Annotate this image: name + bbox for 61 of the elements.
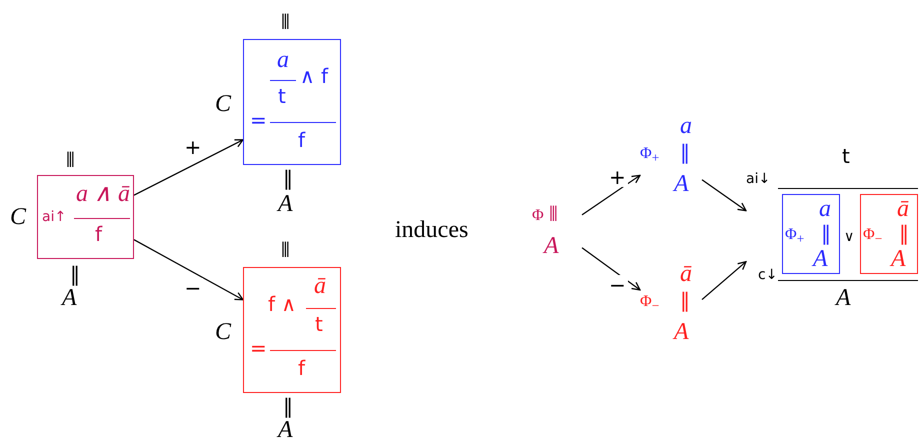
derivation-bar-symbol: ‖ (899, 223, 909, 243)
arrow (582, 174, 641, 216)
arrow (134, 239, 244, 300)
derivation-box (37, 175, 134, 259)
math-symbol: A (544, 234, 559, 258)
derivation-box (782, 194, 840, 274)
arrow (702, 179, 747, 212)
arrow (134, 139, 244, 196)
math-symbol: a ∧ ā (76, 182, 130, 206)
derivation-name: Φ$_{+}$ (785, 227, 804, 246)
math-symbol: A (62, 286, 77, 310)
math-text: f ∧ (268, 294, 296, 314)
derivation-name: Φ (532, 208, 544, 224)
rule-label: ∨ (844, 230, 854, 244)
math-symbol: C (215, 92, 232, 116)
math-text: = (250, 338, 267, 358)
note-text: induces (395, 218, 468, 242)
math-text: ∧ f (300, 66, 328, 86)
math-text: t (278, 86, 286, 106)
derivation-bar-symbol: ‖ (821, 223, 831, 243)
math-symbol: A (674, 172, 689, 196)
math-text: f (298, 358, 306, 378)
rule-label: ai↑ (42, 210, 66, 224)
math-symbol: A (674, 320, 689, 344)
derivation-bar-symbol: ‖ (70, 264, 80, 284)
math-symbol: a (680, 114, 692, 138)
math-text: t (315, 314, 323, 334)
math-symbol: ā (680, 262, 692, 286)
rule-label: c↓ (758, 268, 778, 282)
derivation-box (860, 194, 918, 274)
derivation-bar-symbol: ‖ (680, 142, 690, 162)
math-text: f (298, 130, 306, 150)
math-symbol: A (891, 247, 906, 271)
derivation-name: Φ$_{−}$ (863, 227, 882, 246)
derivation-bar-symbol: ‖ (680, 290, 690, 310)
math-symbol: A (813, 247, 828, 271)
derivation-bar-symbol: ‖ (283, 168, 293, 188)
derivation-name: Φ$_{+}$ (640, 146, 660, 165)
math-text: = (250, 110, 267, 130)
math-symbol: C (215, 320, 232, 344)
math-text: t (842, 146, 850, 166)
math-symbol: a (819, 197, 831, 221)
math-text: f (95, 224, 102, 244)
derivation-box (243, 267, 341, 393)
arrow (582, 247, 641, 291)
math-symbol: A (278, 418, 293, 442)
arrow (702, 261, 747, 300)
math-symbol: C (10, 205, 26, 229)
derivation-box (243, 39, 341, 165)
derivation-bar-symbol: ⦀ (281, 12, 290, 32)
derivation-name: Φ$_{−}$ (640, 294, 660, 313)
derivation-bar-symbol: ⦀ (549, 204, 558, 224)
math-symbol: A (836, 286, 851, 310)
math-symbol: A (278, 192, 293, 216)
derivation-bar-symbol: ‖ (283, 396, 293, 416)
math-symbol: ā (897, 197, 909, 221)
math-symbol: ā (314, 274, 326, 298)
derivation-bar-symbol: ⦀ (66, 150, 75, 170)
rule-label: ai↓ (746, 172, 770, 186)
derivation-bar-symbol: ⦀ (281, 240, 290, 260)
math-symbol: a (277, 48, 289, 72)
